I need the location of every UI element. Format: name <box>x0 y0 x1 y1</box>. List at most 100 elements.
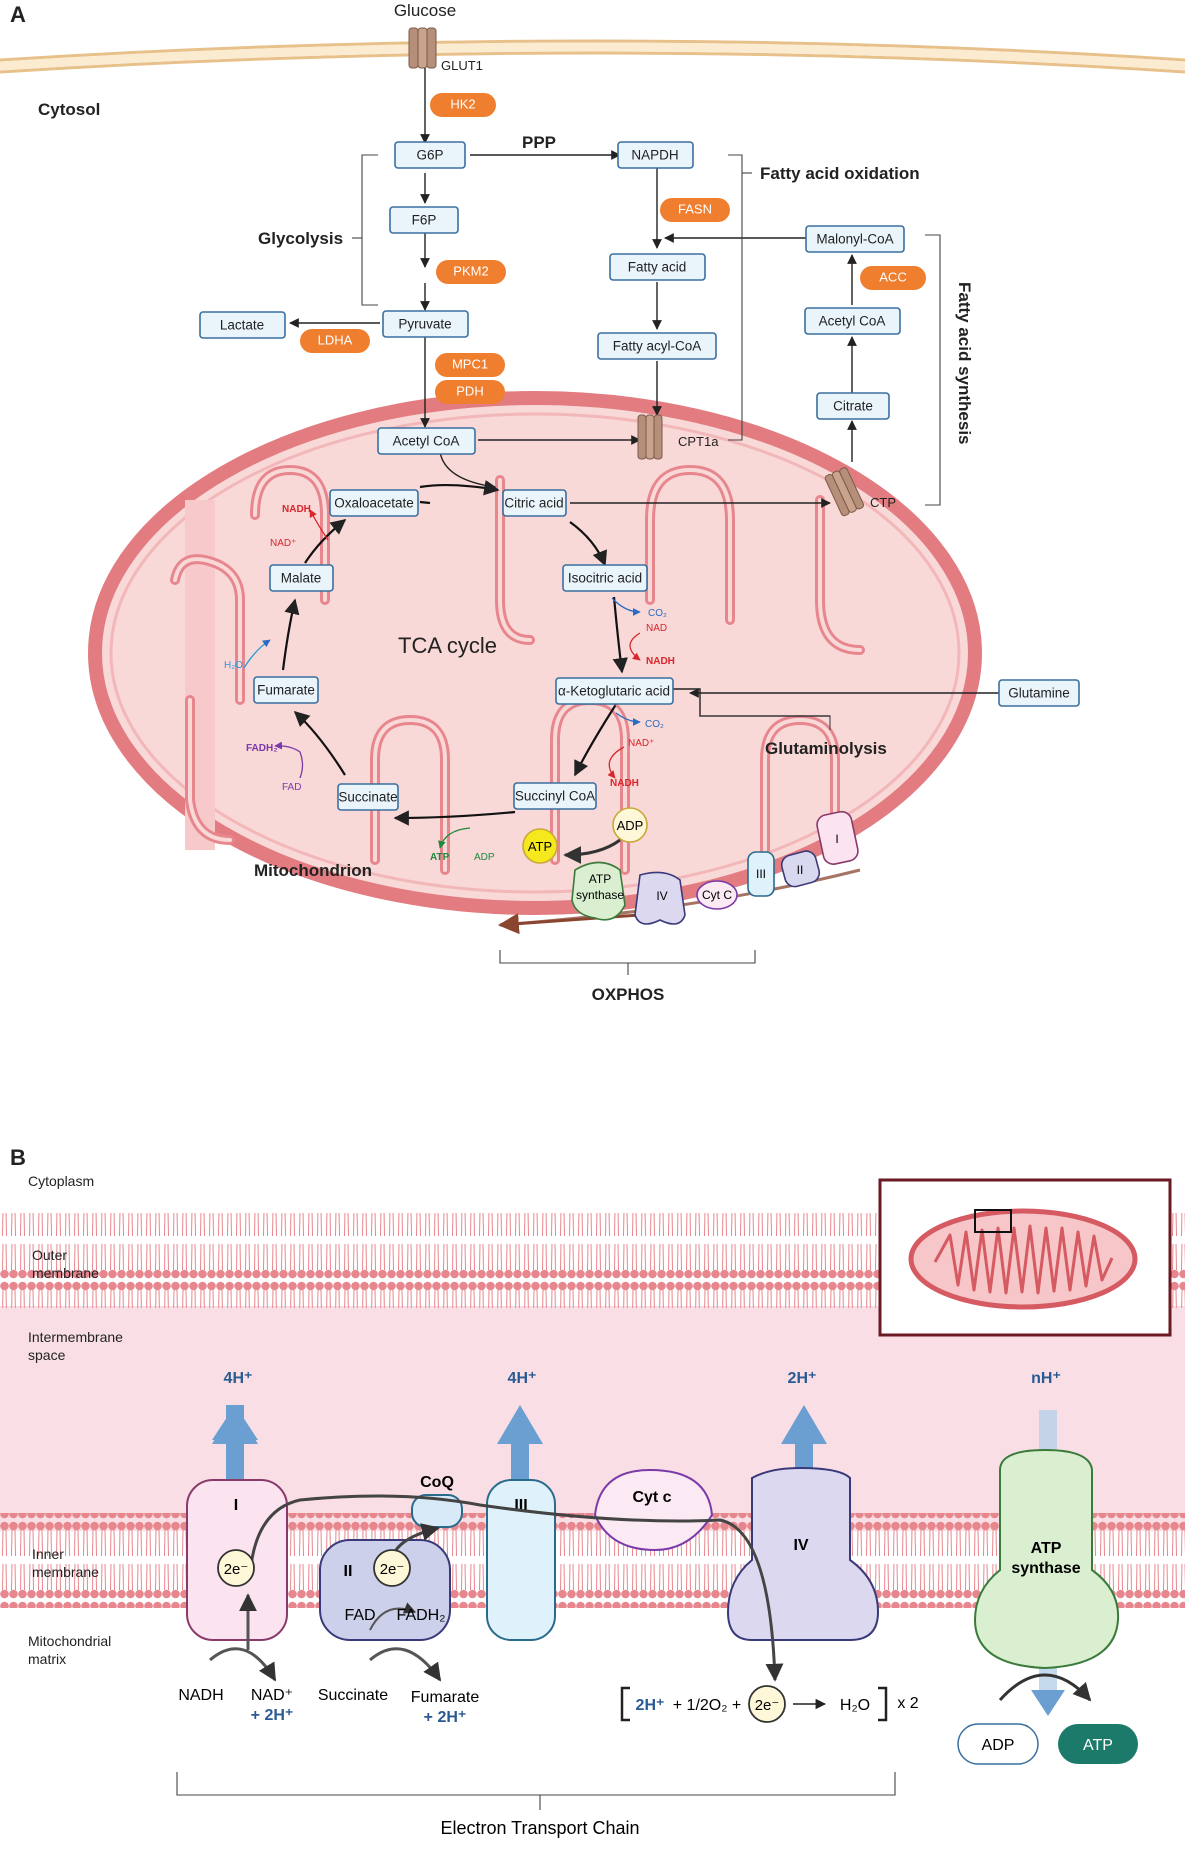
enzyme-pdh: PDH <box>435 380 505 404</box>
complex-ii-a-label: II <box>797 863 804 877</box>
adp-pill <box>957 1723 1039 1765</box>
node-pyruvate: Pyruvate <box>382 310 469 338</box>
cpt1a-transporter <box>637 414 663 460</box>
protons-synthase: nH⁺ <box>1031 1370 1061 1387</box>
nad-label-isocitric: NAD <box>646 623 667 634</box>
glycolysis-label: Glycolysis <box>258 229 343 248</box>
oxphos-complexes: I II III Cyt C IV ATP synthase ADP ATP <box>497 807 861 935</box>
glycolysis-arrows <box>289 68 621 428</box>
svg-text:PDH: PDH <box>456 383 483 398</box>
co2-label-akg: CO₂ <box>645 719 664 730</box>
node-acetyl-coa-cytosol: Acetyl CoA <box>804 307 901 335</box>
plus-2h-i: + 2H⁺ <box>251 1707 294 1724</box>
protons-c1: 4H⁺ <box>224 1370 253 1387</box>
plasma-membrane <box>0 39 1185 74</box>
complex-iii-a <box>747 851 775 897</box>
atp-synthase-a-label-1: ATP <box>589 872 611 886</box>
inner-membrane-label-1: Inner <box>32 1546 64 1562</box>
svg-text:F6P: F6P <box>412 213 437 228</box>
atp-circle-a <box>522 828 558 864</box>
node-fumarate: Fumarate <box>253 676 319 704</box>
mitochondrion-label: Mitochondrion <box>254 861 372 880</box>
node-isocitric-acid: Isocitric acid <box>562 564 648 592</box>
proton-arrows <box>212 1405 1065 1716</box>
fatty-acid-oxidation-label: Fatty acid oxidation <box>760 164 920 183</box>
svg-text:Malonyl-CoA: Malonyl-CoA <box>816 232 893 247</box>
svg-text:Fumarate: Fumarate <box>257 683 315 698</box>
nad-label-akg: NAD⁺ <box>628 738 654 749</box>
node-malonyl-coa: Malonyl-CoA <box>805 225 905 253</box>
atp-label-a: ATP <box>528 839 552 854</box>
nadh-label: NADH <box>178 1687 223 1704</box>
fadh2-label: FADH₂ <box>246 743 278 754</box>
svg-text:Glutamine: Glutamine <box>1008 686 1070 701</box>
svg-text:HK2: HK2 <box>450 96 475 111</box>
svg-text:LDHA: LDHA <box>318 332 353 347</box>
panel-a-letter: A <box>10 2 26 27</box>
node-f6p: F6P <box>389 206 459 234</box>
svg-text:Fatty acid: Fatty acid <box>628 260 687 275</box>
mitochondrion-body <box>88 391 982 915</box>
eq-electrons: 2e⁻ <box>755 1697 780 1714</box>
nad-label: NAD⁺ <box>251 1687 293 1704</box>
atp-label-tca: ATP <box>430 852 450 863</box>
complex-ii-a <box>780 850 821 888</box>
node-fatty-acid: Fatty acid <box>609 253 706 281</box>
cpt1a-label: CPT1a <box>678 434 719 449</box>
ctp-label: CTP <box>870 495 896 510</box>
adp-label-tca: ADP <box>474 852 495 863</box>
succinate-reaction-arrow <box>369 1647 442 1682</box>
matrix-label-2: matrix <box>28 1651 66 1667</box>
outer-membrane-label-2: membrane <box>32 1265 99 1281</box>
atp-synthase-label-2: synthase <box>1011 1560 1080 1577</box>
svg-text:Citrate: Citrate <box>833 399 873 414</box>
node-aketoglutaric-acid: α-Ketoglutaric acid <box>555 677 674 705</box>
electron-flow-path <box>248 1494 784 1682</box>
fad-label-b: FAD <box>344 1607 375 1624</box>
eq-o2: + 1/2O₂ + <box>673 1697 741 1714</box>
cytoplasm-label: Cytoplasm <box>28 1173 94 1189</box>
node-g6p: G6P <box>394 141 466 169</box>
water-equation <box>620 1685 888 1723</box>
inner-membrane-label-2: membrane <box>32 1564 99 1580</box>
node-citrate: Citrate <box>816 392 890 420</box>
coq-label: CoQ <box>420 1474 454 1491</box>
complex-iii: III <box>486 1479 556 1641</box>
complex-ii: II <box>319 1539 451 1641</box>
cyt-c: Cyt c <box>593 1468 714 1552</box>
adp-atp-arrow <box>998 1673 1092 1702</box>
node-malate: Malate <box>269 564 334 592</box>
glut1-transporter <box>408 27 437 69</box>
svg-text:Malate: Malate <box>281 571 322 586</box>
svg-text:Fatty acyl-CoA: Fatty acyl-CoA <box>613 339 702 354</box>
glutaminolysis-label: Glutaminolysis <box>765 739 887 758</box>
complex-iv-a-label: IV <box>656 889 667 903</box>
adp-circle-a <box>612 807 648 843</box>
atp-synthase-a-label-2: synthase <box>576 888 624 902</box>
svg-text:Succinyl CoA: Succinyl CoA <box>515 789 595 804</box>
complex-i-label: I <box>234 1497 238 1514</box>
complex-iii-a-label: III <box>756 867 766 881</box>
complex-i-a <box>816 810 859 865</box>
eq-h2o: H₂O <box>840 1697 870 1714</box>
nadh-label-malate: NADH <box>282 504 311 515</box>
cytosol-label: Cytosol <box>38 100 100 119</box>
svg-text:ACC: ACC <box>879 269 906 284</box>
nad-label-malate: NAD⁺ <box>270 538 296 549</box>
matrix-label-1: Mitochondrial <box>28 1633 111 1649</box>
succinate-label: Succinate <box>318 1687 388 1704</box>
fad-label: FAD <box>282 782 301 793</box>
svg-text:FASN: FASN <box>678 201 712 216</box>
node-acetyl-coa-mito: Acetyl CoA <box>377 427 476 455</box>
complex-iv-a <box>634 871 686 925</box>
cytc-a-label: Cyt C <box>702 888 732 902</box>
intermembrane-label-1: Intermembrane <box>28 1329 123 1345</box>
enzyme-ldha: LDHA <box>300 329 370 353</box>
svg-text:NAPDH: NAPDH <box>631 148 678 163</box>
fatty-acid-arrows <box>478 154 941 508</box>
node-oxaloacetate: Oxaloacetate <box>329 489 419 517</box>
nadh-reaction-arrow <box>209 1647 277 1682</box>
node-fatty-acyl-coa: Fatty acyl-CoA <box>597 332 717 360</box>
svg-text:PKM2: PKM2 <box>453 263 488 278</box>
